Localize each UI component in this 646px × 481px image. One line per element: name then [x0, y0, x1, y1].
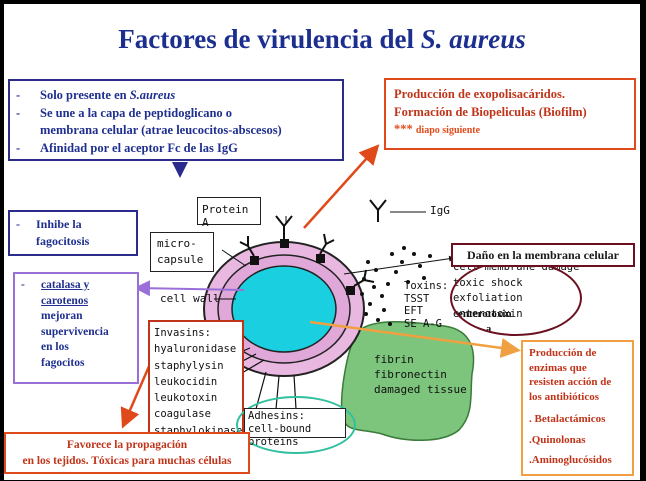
adhesins-highlight — [236, 396, 356, 454]
antibiotic-resistance-box: Producción de enzimas que resisten acció… — [521, 340, 634, 476]
invasin-item: hyaluronidase — [154, 343, 237, 356]
cell-cytoplasm — [231, 265, 337, 353]
invasin-item: staphylysin — [154, 359, 224, 372]
antibiotic-item: .Quinolonas — [529, 433, 586, 446]
microcapsule-label: micro-capsule — [150, 232, 214, 272]
antibiotic-item: . Betalactámicos — [529, 413, 606, 425]
description-line: -Solo presente en S.aureus — [16, 88, 176, 102]
invasin-item: leukocidin — [154, 375, 218, 388]
catalase-box: -catalasa y carotenos mejoran superviven… — [13, 272, 139, 384]
biofilm-box: Producción de exopolisacáridos. Formació… — [384, 78, 636, 150]
description-line: membrana celular (atrae leucocitos-absce… — [40, 123, 282, 137]
propagation-box: Favorece la propagación en los tejidos. … — [4, 432, 250, 474]
description-line: -Afinidad por el aceptor Fc de las IgG — [16, 140, 238, 155]
igg-free-icon — [369, 199, 387, 222]
phagocytosis-box: -Inhibe la fagocitosis — [8, 210, 138, 256]
toxin-particles — [360, 246, 432, 326]
toxins-list: Toxins: TSST EFT SE A-G — [404, 280, 449, 330]
description-line: -Se une a la capa de peptidoglicano o — [16, 105, 233, 120]
cell-wall-label: cell wall — [160, 292, 220, 305]
diapo-siguiente-note: diapo siguiente — [415, 125, 481, 136]
adhesins-label: Adhesins:cell-bound proteins — [244, 408, 346, 448]
toxin-effects-highlight — [450, 260, 582, 336]
invasins-title: Invasins: — [154, 327, 211, 339]
fibrin-label: fibrin fibronectin damaged tissue — [374, 353, 467, 396]
invasins-box: Invasins: hyaluronidase staphylysin leuk… — [148, 320, 244, 442]
membrane-damage-box: Daño en la membrana celular — [451, 243, 635, 267]
slide: Factores de virulencia del S. aureus — [4, 4, 640, 480]
slide-title: Factores de virulencia del S. aureus — [118, 24, 526, 54]
igg-label: IgG — [430, 204, 450, 217]
protein-a-label: Protein A — [197, 197, 261, 229]
diagram-canvas — [120, 144, 521, 441]
igg-bound-icons — [239, 215, 375, 287]
protein-a-description-box: -Solo presente en S.aureus -Se une a la … — [8, 79, 344, 161]
invasin-item: leukotoxin — [154, 392, 218, 405]
antibiotic-item: .Aminoglucósidos — [529, 454, 612, 466]
invasin-item: coagulase — [154, 408, 211, 421]
